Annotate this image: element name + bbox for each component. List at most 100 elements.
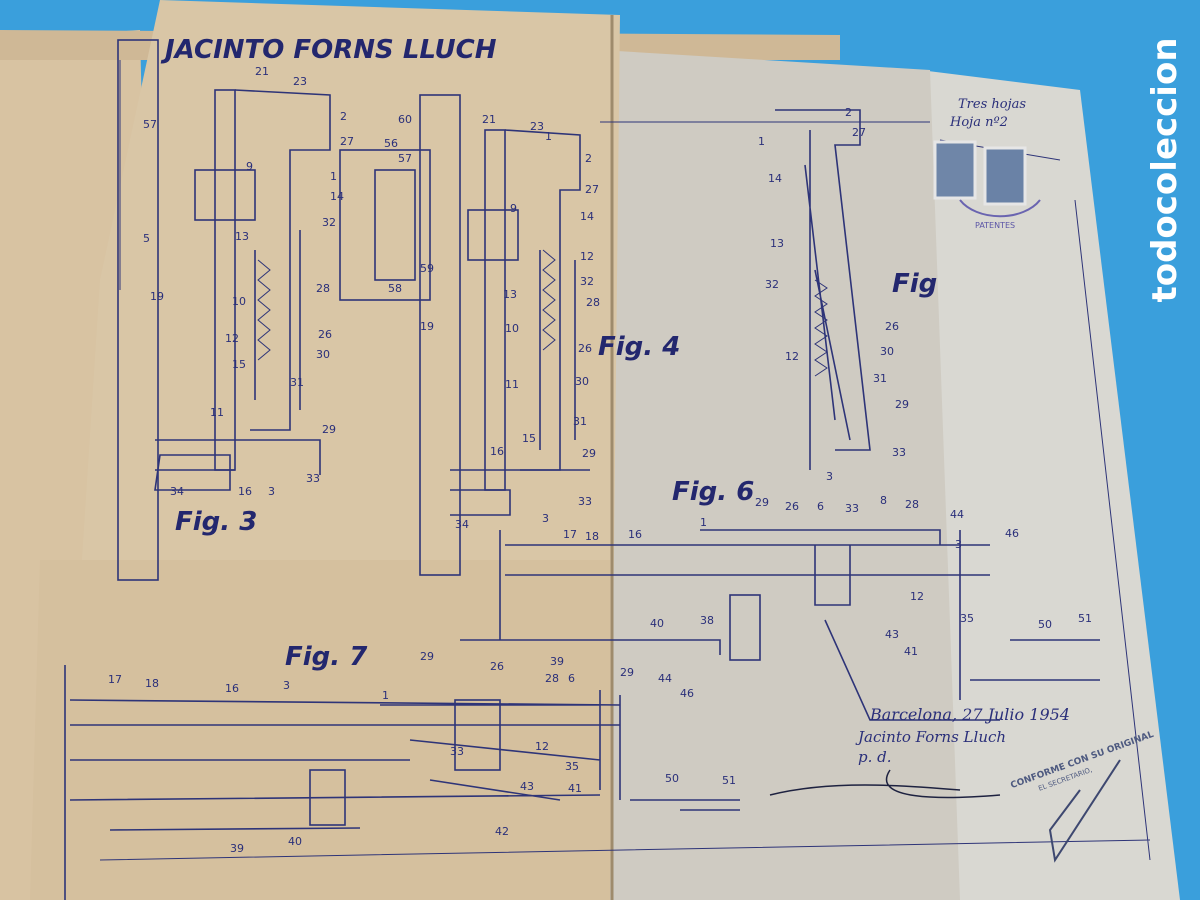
part-number: 29	[895, 398, 909, 411]
part-number: 41	[568, 782, 582, 795]
part-number: 57	[398, 152, 412, 165]
part-number: 35	[960, 612, 974, 625]
part-number: 39	[550, 655, 564, 668]
part-number: 42	[495, 825, 509, 838]
part-number: 23	[293, 75, 307, 88]
part-number: 30	[880, 345, 894, 358]
part-number: 12	[535, 740, 549, 753]
part-number: 32	[765, 278, 779, 291]
part-number: 31	[873, 372, 887, 385]
fig7-part-numbers: 29 17 18 16 3 26 28 6 1 29 44 46 33 12 3…	[108, 650, 736, 855]
part-number: 11	[210, 406, 224, 419]
part-number: 3	[268, 485, 275, 498]
part-number: 38	[700, 614, 714, 627]
fig7-drawing	[64, 665, 740, 900]
part-number: 16	[225, 682, 239, 695]
part-number: 12	[225, 332, 239, 345]
front-sheet-lower	[30, 560, 610, 900]
sheet-number-note: Hoja nº2	[949, 115, 1008, 130]
part-number: 19	[150, 290, 164, 303]
part-number: 43	[885, 628, 899, 641]
part-number: 31	[573, 415, 587, 428]
part-number: 11	[505, 378, 519, 391]
part-number: 30	[575, 375, 589, 388]
part-number: 40	[650, 617, 664, 630]
part-number: 46	[680, 687, 694, 700]
part-number: 17	[563, 528, 577, 541]
part-number: 15	[522, 432, 536, 445]
part-number: 31	[290, 376, 304, 389]
part-number: 44	[658, 672, 672, 685]
signature-name-line: Jacinto Forns Lluch	[855, 728, 1006, 746]
part-number: 51	[1078, 612, 1092, 625]
part-number: 16	[238, 485, 252, 498]
part-number: 28	[905, 498, 919, 511]
part-number: 33	[450, 745, 464, 758]
part-number: 26	[578, 342, 592, 355]
part-number: 18	[145, 677, 159, 690]
part-number: 29	[755, 496, 769, 509]
part-number: 33	[306, 472, 320, 485]
part-number: 44	[950, 508, 964, 521]
signature-date-line: Barcelona, 27 Julio 1954	[869, 705, 1070, 724]
fig5-drawing	[775, 109, 871, 470]
part-number: 29	[322, 423, 336, 436]
inventor-header: JACINTO FORNS LLUCH	[160, 35, 497, 65]
revenue-stamps: PATENTES	[933, 140, 1041, 230]
part-number: 12	[580, 250, 594, 263]
part-number: 13	[235, 230, 249, 243]
part-number: 29	[582, 447, 596, 460]
part-number: 56	[384, 137, 398, 150]
part-number: 14	[768, 172, 782, 185]
part-number: 41	[904, 645, 918, 658]
fig6-drawing	[460, 529, 1100, 721]
part-number: 13	[503, 288, 517, 301]
part-number: 26	[490, 660, 504, 673]
right-sheet	[900, 70, 1180, 900]
part-number: 26	[318, 328, 332, 341]
part-number: 28	[586, 296, 600, 309]
part-number: 27	[340, 135, 354, 148]
part-number: 1	[545, 130, 552, 143]
fig7-label: Fig. 7	[285, 642, 368, 672]
part-number: 33	[892, 446, 906, 459]
part-number: 1	[758, 135, 765, 148]
part-number: 50	[665, 772, 679, 785]
fig3-label: Fig. 3	[175, 507, 257, 537]
part-number: 27	[852, 126, 866, 139]
part-number: 26	[885, 320, 899, 333]
watermark-text: todocoleccion	[1145, 37, 1185, 303]
part-number: 34	[170, 485, 184, 498]
signature-pd-line: p. d.	[858, 748, 892, 766]
part-number: 12	[910, 590, 924, 603]
part-number: 3	[955, 538, 962, 551]
part-number: 29	[620, 666, 634, 679]
part-number: 28	[316, 282, 330, 295]
fig5-label: Fig	[892, 269, 937, 299]
part-number: 18	[585, 530, 599, 543]
sheet-count-note: Tres hojas	[958, 97, 1026, 112]
part-number: 14	[330, 190, 344, 203]
secretary-signature	[1048, 759, 1121, 863]
part-number: 16	[490, 445, 504, 458]
fig3-drawing	[117, 39, 461, 581]
handwritten-signature	[769, 769, 1001, 799]
part-number: 14	[580, 210, 594, 223]
part-number: 27	[585, 183, 599, 196]
part-number: 10	[505, 322, 519, 335]
fig6-label: Fig. 6	[672, 477, 754, 507]
part-number: 21	[482, 113, 496, 126]
part-number: 35	[565, 760, 579, 773]
part-number: 9	[246, 160, 253, 173]
part-number: 33	[578, 495, 592, 508]
part-number: 29	[420, 650, 434, 663]
part-number: 1	[382, 689, 389, 702]
part-number: 2	[585, 152, 592, 165]
part-number: 13	[770, 237, 784, 250]
part-number: 58	[388, 282, 402, 295]
fig6-part-numbers: 29 26 6 33 8 28 44 46 1 17 18 16 3 12 35…	[550, 494, 1092, 668]
part-number: 32	[580, 275, 594, 288]
fig3-part-numbers: 21 23 2 27 9 1 14 32 13 19 10 12 28 26 3…	[143, 65, 354, 498]
fig4-drawing	[450, 129, 590, 516]
